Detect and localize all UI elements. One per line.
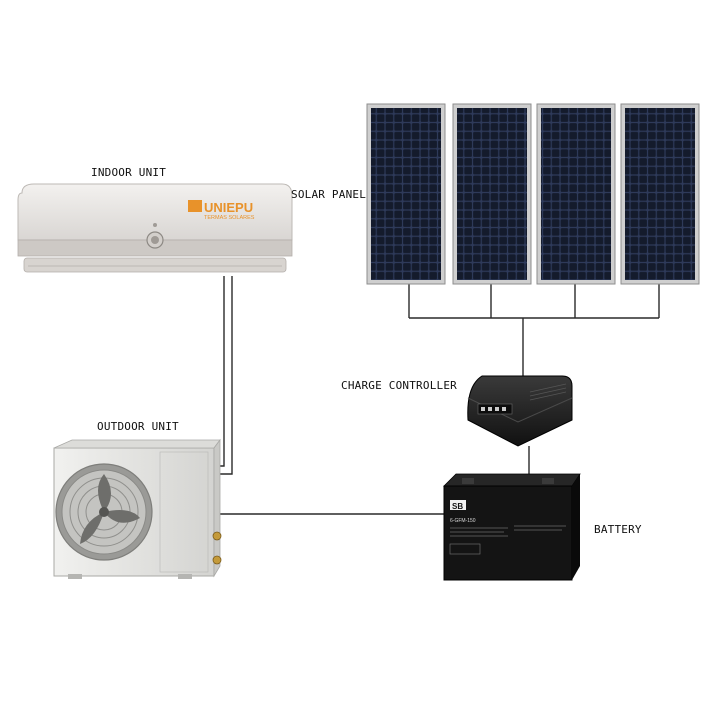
indoor-logo-mark	[188, 200, 202, 212]
solar-panel-label: SOLAR PANEL	[291, 188, 367, 201]
indoor-unit: UNIEPU TERMAS SOLARES	[17, 183, 293, 273]
outdoor-valve	[212, 555, 222, 565]
solar-panel-array	[366, 103, 700, 285]
battery: SB 6-GFM-150	[443, 473, 581, 581]
solar-panel	[620, 103, 700, 285]
battery-brand: SB	[452, 502, 463, 511]
wire-indoor-outdoor-b	[217, 276, 233, 475]
battery-label: BATTERY	[594, 523, 642, 536]
charge-controller	[467, 375, 573, 447]
solar-panel	[452, 103, 532, 285]
solar-panel	[366, 103, 446, 285]
outdoor-unit-label: OUTDOOR UNIT	[97, 420, 179, 433]
indoor-logo-name: UNIEPU	[204, 200, 253, 215]
outdoor-valve	[212, 531, 222, 541]
indoor-unit-label: INDOOR UNIT	[91, 166, 167, 179]
outdoor-unit	[53, 438, 222, 579]
wire-indoor-outdoor-a	[217, 276, 225, 467]
indoor-logo-tagline: TERMAS SOLARES	[204, 215, 255, 221]
wiring	[217, 276, 660, 515]
battery-model: 6-GFM-150	[450, 518, 476, 524]
charge-controller-label: CHARGE CONTROLLER	[341, 379, 457, 392]
battery-logo-badge	[450, 500, 466, 510]
solar-panel	[536, 103, 616, 285]
